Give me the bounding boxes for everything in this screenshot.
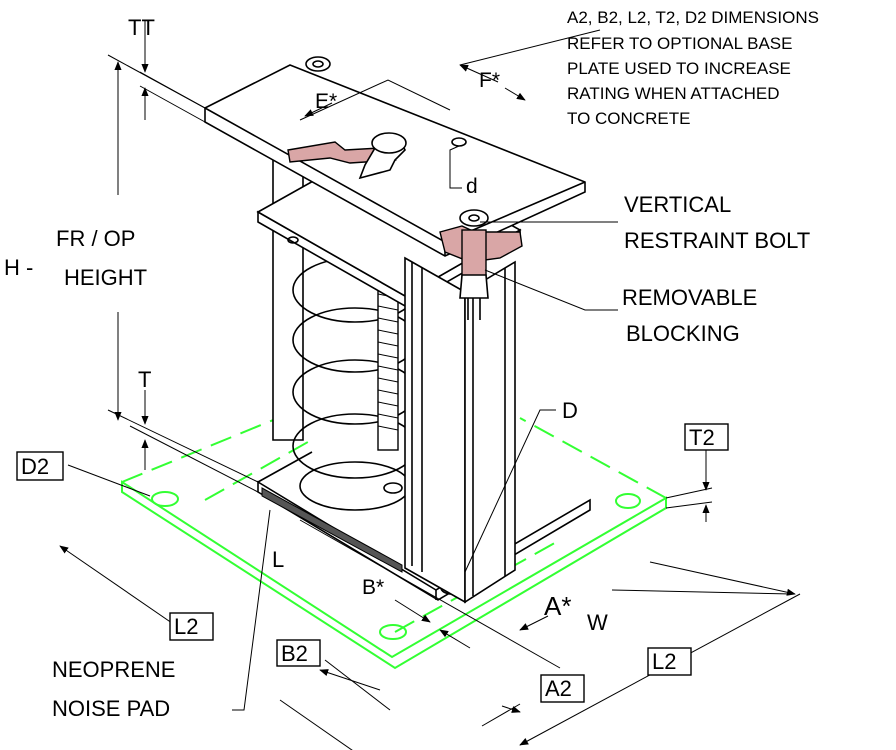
l2-left-label: L2 [174, 614, 198, 639]
t2-dimension [665, 450, 713, 522]
tt-label: TT [128, 15, 155, 40]
note-line-4: RATING WHEN ATTACHED [567, 84, 780, 103]
t2-box: T2 [684, 423, 729, 451]
base-plate-note: A2, B2, L2, T2, D2 DIMENSIONS REFER TO O… [567, 8, 819, 128]
front-housing-column [404, 256, 516, 604]
height-label: HEIGHT [64, 265, 147, 290]
t2-label: T2 [689, 425, 715, 450]
neoprene-pad [261, 487, 403, 573]
bolt-spacing-dimensions [299, 29, 601, 189]
height-dimensions [107, 20, 259, 493]
l-label: L [272, 547, 284, 572]
note-line-3: PLATE USED TO INCREASE [567, 59, 791, 78]
b2-label: B2 [281, 641, 308, 666]
h-prefix-label: H - [4, 255, 33, 280]
note-line-2: REFER TO OPTIONAL BASE [567, 34, 792, 53]
leader-lines [67, 221, 618, 711]
f-dimension-label: F* [479, 69, 500, 92]
w-label: W [587, 610, 608, 635]
vertical-label: VERTICAL [624, 192, 731, 217]
restraint-bolt-label: RESTRAINT BOLT [624, 228, 810, 253]
neoprene-label: NEOPRENE [52, 657, 175, 682]
blocking-label: BLOCKING [626, 321, 740, 346]
note-line-1: A2, B2, L2, T2, D2 DIMENSIONS [567, 8, 819, 27]
d-big-label: D [562, 398, 578, 423]
restraint-bolt-assembly [439, 209, 523, 320]
d-small-label: d [466, 175, 478, 198]
e-dimension-label: E* [315, 90, 337, 113]
fr-op-label: FR / OP [56, 226, 135, 251]
plan-dimensions [59, 519, 801, 750]
a2-label: A2 [545, 676, 572, 701]
b2-box: B2 [276, 639, 321, 667]
b-dimension-label: B* [362, 576, 384, 599]
d2-label: D2 [21, 454, 49, 479]
t-label: T [138, 367, 151, 392]
l2-left-box: L2 [169, 612, 214, 641]
a2-box: A2 [540, 674, 585, 703]
top-load-plate [204, 56, 586, 257]
l2-right-label: L2 [652, 649, 676, 674]
noise-pad-label: NOISE PAD [52, 696, 170, 721]
removable-label: REMOVABLE [622, 285, 757, 310]
a-dimension-label: A* [544, 591, 571, 621]
note-line-5: TO CONCRETE [567, 109, 690, 128]
d2-box: D2 [16, 451, 64, 481]
l2-right-box: L2 [647, 647, 692, 676]
